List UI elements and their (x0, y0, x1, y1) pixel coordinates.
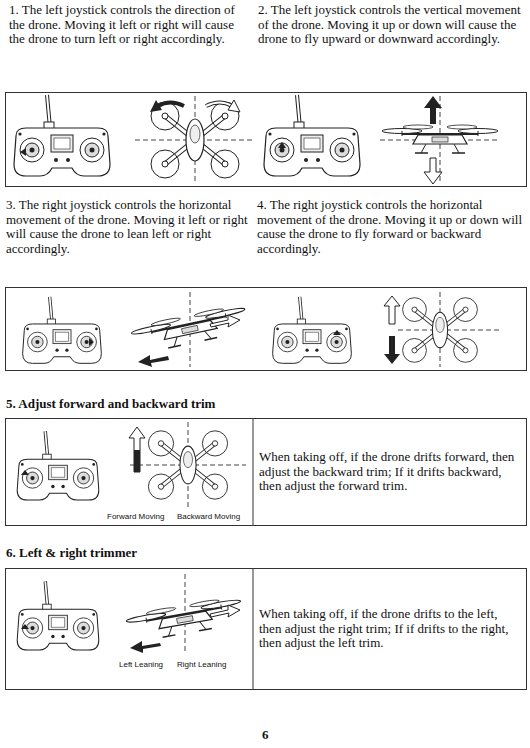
instruction-panel: 5. Adjust forward and backward trimWhen … (5, 418, 527, 526)
page-number: 6 (261, 727, 270, 742)
illustration-label: Backward Moving (176, 512, 241, 522)
illustration-label: Left Leaning (118, 660, 164, 670)
section-heading: 4. The right joystick controls the horiz… (257, 198, 528, 256)
instruction-text: When taking off, if the drone drifts for… (259, 450, 521, 494)
instruction-text: When taking off, if the drone drifts to … (259, 607, 521, 651)
instruction-panel: 3. The right joystick controls the horiz… (5, 287, 527, 371)
section-heading: 5. Adjust forward and backward trim (6, 397, 426, 412)
instruction-panel: 1. The left joystick controls the direct… (5, 92, 527, 187)
illustration-label: Right Leaning (176, 660, 227, 670)
instruction-panel: 6. Left & right trimmerWhen taking off, … (5, 568, 527, 690)
section-heading: 6. Left & right trimmer (6, 546, 426, 561)
section-heading: 1. The left joystick controls the direct… (9, 3, 249, 47)
illustration-label: Forward Moving (106, 512, 165, 522)
section-heading: 2. The left joystick controls the vertic… (258, 3, 526, 47)
section-heading: 3. The right joystick controls the horiz… (6, 198, 252, 256)
